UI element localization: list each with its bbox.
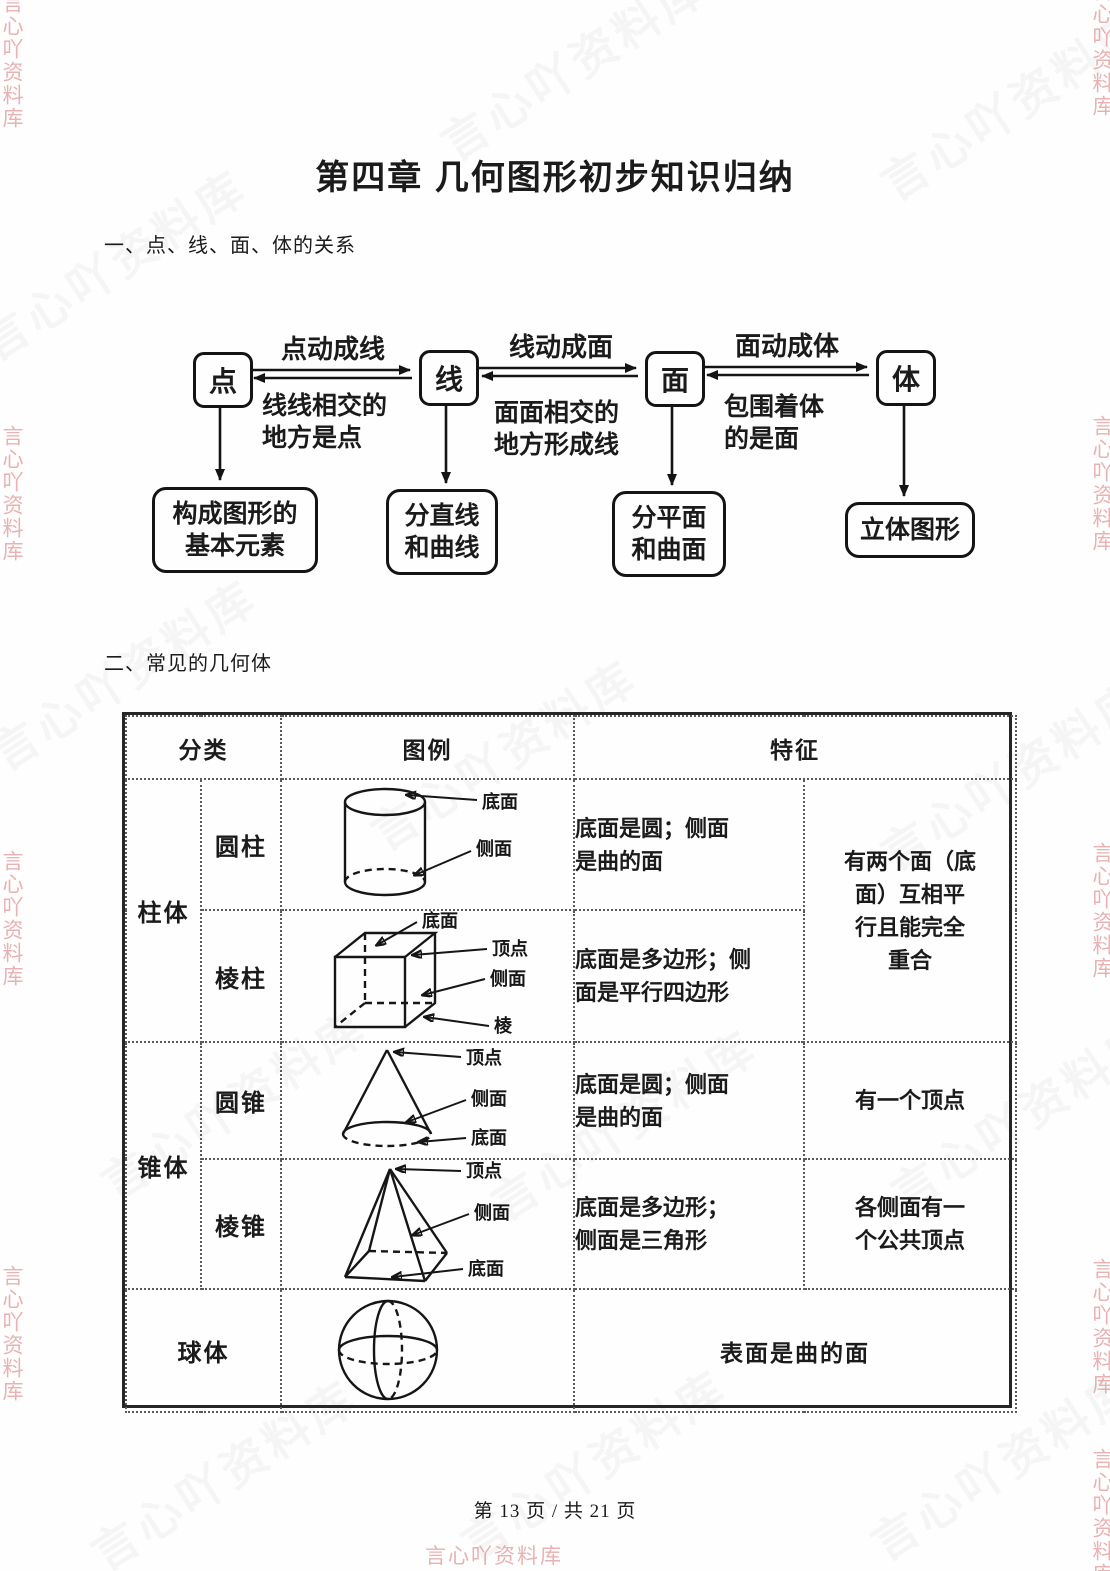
flow-result-box-lines: 分直线 和曲线 [386, 489, 498, 575]
figure-label: 侧面 [471, 1089, 507, 1109]
flow-forward-label-3: 面动成体 [734, 331, 839, 361]
watermark-text: 言心吖资料库 [0, 0, 23, 130]
flow-result-box-elements: 构成图形的 基本元素 [152, 487, 318, 573]
section1-heading: 一、点、线、面、体的关系 [104, 235, 356, 257]
watermark-text: 言心吖资料库 [1090, 1258, 1110, 1396]
figure-label: 顶点 [492, 938, 528, 959]
pyramid-figure: 顶点 侧面 底面 [343, 1161, 510, 1283]
figure-label: 底面 [482, 791, 518, 812]
flow-backward-label-1: 线线相交的 地方是点 [262, 392, 388, 452]
flow-result-box-surfaces: 分平面 和曲面 [612, 491, 726, 577]
flow-forward-label-2: 线动成面 [508, 332, 613, 362]
table-row-sphere: 球体 表面是曲的面 [125, 1288, 1017, 1413]
shared-feature-cone: 有一个顶点 [803, 1041, 1017, 1160]
flow-result-box-solids: 立体图形 [845, 502, 975, 558]
watermark-text: 言心吖资料库 [0, 425, 23, 563]
section2-heading: 二、常见的几何体 [104, 653, 272, 675]
watermark-text: 言心吖资料库 [1090, 1448, 1110, 1571]
watermark-text: 言心吖资料库 [425, 1545, 563, 1568]
page-title: 第四章 几何图形初步知识归纳 [315, 159, 795, 197]
type-prism: 棱柱 [200, 909, 282, 1043]
table-row-cylinder: 柱体 圆柱 底面 侧面 底面是圆 [125, 778, 1017, 1043]
table-header-row: 分类 图例 特征 [125, 715, 1017, 780]
page-number: 第 13 页 / 共 21 页 [473, 1501, 637, 1522]
type-cylinder: 圆柱 [200, 778, 282, 911]
flow-node-surface: 面 [645, 351, 705, 407]
table-row-prism: 棱柱 底面 顶点 [126, 909, 1016, 1043]
flow-node-line: 线 [419, 350, 479, 406]
figure-label: 顶点 [466, 1161, 502, 1181]
watermark-text: 言心吖资料库 [432, 0, 718, 171]
flow-node-solid: 体 [876, 350, 936, 406]
figure-label: 棱 [494, 1015, 513, 1036]
group-pillars: 柱体 [125, 778, 202, 1043]
header-category: 分类 [125, 715, 282, 780]
table-row-cone: 锥体 圆锥 顶点 侧面 底面 [125, 1041, 1017, 1290]
cone-figure: 顶点 侧面 底面 [341, 1047, 507, 1148]
watermark-text: 言心吖资料库 [0, 1265, 23, 1403]
group-cones: 锥体 [125, 1041, 202, 1290]
cylinder-figure: 底面 侧面 [343, 787, 518, 896]
figure-label: 侧面 [476, 839, 512, 859]
figure-label: 底面 [471, 1127, 507, 1148]
shared-feature-pillars: 有两个面（底 面）互相平 行且能完全 重合 [803, 778, 1017, 1043]
flow-node-point: 点 [193, 352, 253, 408]
watermark-text: 言心吖资料库 [1090, 415, 1110, 553]
watermark-text: 言心吖资料库 [0, 850, 23, 988]
flow-forward-label-1: 点动成线 [280, 334, 385, 364]
feature-sphere: 表面是曲的面 [573, 1288, 1017, 1413]
type-sphere: 球体 [125, 1288, 282, 1413]
header-feature: 特征 [573, 715, 1017, 780]
prism-figure: 底面 顶点 侧面 棱 [333, 911, 528, 1036]
flow-backward-label-2: 面面相交的 地方形成线 [494, 399, 620, 459]
figure-label: 侧面 [474, 1203, 510, 1223]
flow-backward-label-3: 包围着体 的是面 [724, 393, 825, 453]
sphere-figure [337, 1299, 438, 1401]
figure-label: 底面 [422, 911, 458, 931]
type-cone: 圆锥 [200, 1041, 282, 1160]
shared-feature-pyramid: 各侧面有一 个公共顶点 [803, 1158, 1017, 1290]
header-example: 图例 [280, 715, 575, 780]
figure-label: 侧面 [490, 969, 526, 989]
feature-cone: 底面是圆；侧面 是曲的面 [573, 1041, 805, 1160]
flow-diagram-arrows [215, 362, 909, 497]
feature-pyramid: 底面是多边形； 侧面是三角形 [573, 1158, 805, 1290]
table-row-pyramid: 棱锥 顶点 [126, 1158, 1017, 1290]
figure-label: 底面 [468, 1258, 504, 1279]
geometry-table: 分类 图例 特征 柱体 圆柱 [122, 712, 1017, 1413]
watermark-text: 言心吖资料库 [1090, 842, 1110, 980]
type-pyramid: 棱锥 [200, 1158, 282, 1290]
feature-prism: 底面是多边形；侧 面是平行四边形 [573, 909, 805, 1043]
watermark-text: 言心吖资料库 [1090, 0, 1110, 118]
figure-label: 顶点 [466, 1047, 502, 1068]
feature-cylinder: 底面是圆；侧面 是曲的面 [573, 778, 805, 911]
